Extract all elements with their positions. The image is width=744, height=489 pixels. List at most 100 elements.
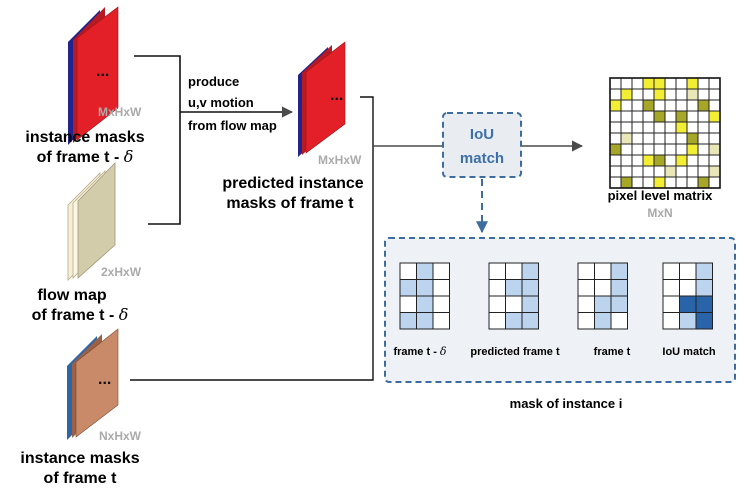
matrix-cell xyxy=(631,88,644,101)
matrix-cell xyxy=(620,121,633,134)
mask-cell xyxy=(488,312,506,330)
matrix-cell xyxy=(642,110,655,123)
matrix-cell xyxy=(609,154,622,167)
mask-cell xyxy=(521,262,539,280)
matrix-cell xyxy=(708,110,721,123)
matrix-cell xyxy=(664,121,677,134)
matrix-cell xyxy=(631,143,644,156)
matrix-dims: MxN xyxy=(647,206,672,220)
mask-cell xyxy=(610,262,628,280)
mask-cell xyxy=(505,262,523,280)
mask-cell xyxy=(521,312,539,330)
matrix-cell xyxy=(620,165,633,178)
dims-label: 2xHxW xyxy=(101,265,142,279)
mask-cell xyxy=(695,262,713,280)
mask-cell xyxy=(695,295,713,313)
matrix-cell xyxy=(675,132,688,145)
matrix-cell xyxy=(653,88,666,101)
mask-cell xyxy=(521,279,539,297)
matrix-cell xyxy=(631,99,644,112)
mask-cell xyxy=(505,279,523,297)
matrix-cell xyxy=(631,154,644,167)
mask-cell xyxy=(399,279,417,297)
mask-grid-label: IoU match xyxy=(662,346,715,358)
matrix-cell xyxy=(708,77,721,90)
matrix-cell xyxy=(664,154,677,167)
matrix-cell xyxy=(686,121,699,134)
svg-text:u,v motion: u,v motion xyxy=(188,95,254,110)
matrix-cell xyxy=(675,121,688,134)
matrix-cell xyxy=(708,165,721,178)
matrix-cell xyxy=(708,121,721,134)
matrix-cell xyxy=(664,132,677,145)
matrix-cell xyxy=(686,88,699,101)
mask-cell xyxy=(594,295,612,313)
mask-cell xyxy=(662,279,680,297)
matrix-cell xyxy=(653,165,666,178)
mask-cell xyxy=(594,279,612,297)
mask-cell xyxy=(610,279,628,297)
matrix-cell xyxy=(708,132,721,145)
mask-panel-caption: mask of instance i xyxy=(510,396,623,411)
mask-grid-label: frame t - δ xyxy=(393,345,446,358)
matrix-cell xyxy=(697,143,710,156)
pred-stack-dots: ... xyxy=(330,87,343,104)
matrix-cell xyxy=(697,132,710,145)
matrix-cell xyxy=(697,88,710,101)
caption-line2: of frame t - δ xyxy=(37,147,134,166)
matrix-border xyxy=(609,77,721,189)
caption-line1: instance masks xyxy=(25,129,144,146)
matrix-cell xyxy=(620,176,633,189)
matrix-cell xyxy=(631,176,644,189)
matrix-cell xyxy=(642,88,655,101)
mask-cell xyxy=(577,295,595,313)
pixel-level-matrix: pixel level matrix MxN xyxy=(608,77,721,220)
mask-cell xyxy=(679,312,697,330)
matrix-cell xyxy=(631,165,644,178)
pred-stack-front xyxy=(305,41,346,154)
iou-box-bg xyxy=(442,112,522,178)
matrix-cell xyxy=(642,154,655,167)
flow-map: 2xHxW flow map of frame t - δ xyxy=(32,162,142,324)
mask-cell xyxy=(577,279,595,297)
matrix-cell xyxy=(642,77,655,90)
mask-grid: IoU match xyxy=(662,262,716,358)
mask-cell xyxy=(679,295,697,313)
caption-line1: instance masks xyxy=(20,450,139,467)
matrix-cell xyxy=(664,88,677,101)
matrix-cell xyxy=(697,165,710,178)
matrix-cell xyxy=(609,88,622,101)
mask-grid: frame t - δ xyxy=(393,262,450,358)
dims-label: MxHxW xyxy=(98,105,142,119)
matrix-cell xyxy=(642,132,655,145)
matrix-cell xyxy=(620,143,633,156)
matrix-cell xyxy=(675,88,688,101)
matrix-cell xyxy=(609,110,622,123)
matrix-cell xyxy=(664,176,677,189)
matrix-cell xyxy=(631,121,644,134)
caption-line2: masks of frame t xyxy=(226,195,354,212)
matrix-cell xyxy=(686,154,699,167)
bottom-stack-front xyxy=(75,328,119,438)
mask-grids: frame t - δ predicted frame t frame t IoU m… xyxy=(393,262,716,358)
matrix-cell xyxy=(675,143,688,156)
mask-cell xyxy=(432,279,450,297)
mask-grid-label: frame t xyxy=(594,346,631,358)
mask-cell xyxy=(594,312,612,330)
matrix-cell xyxy=(697,121,710,134)
caption-line2: of frame t xyxy=(44,470,118,487)
mask-grid: predicted frame t xyxy=(470,262,560,358)
iou-box-line1: IoU xyxy=(470,126,494,143)
mask-cell xyxy=(679,279,697,297)
mask-cell xyxy=(610,295,628,313)
matrix-cell xyxy=(620,99,633,112)
bottom-stack-dots: ... xyxy=(98,371,111,388)
mask-cell xyxy=(610,312,628,330)
matrix-cell xyxy=(708,88,721,101)
iou-box-line2: match xyxy=(460,150,504,167)
matrix-cell xyxy=(620,77,633,90)
instance-masks-t-minus-delta: ... MxHxW instance masks of frame t - δ xyxy=(25,6,145,166)
predicted-to-bottom-connector xyxy=(130,96,374,381)
mask-grid: frame t xyxy=(577,262,631,358)
matrix-cell xyxy=(642,99,655,112)
